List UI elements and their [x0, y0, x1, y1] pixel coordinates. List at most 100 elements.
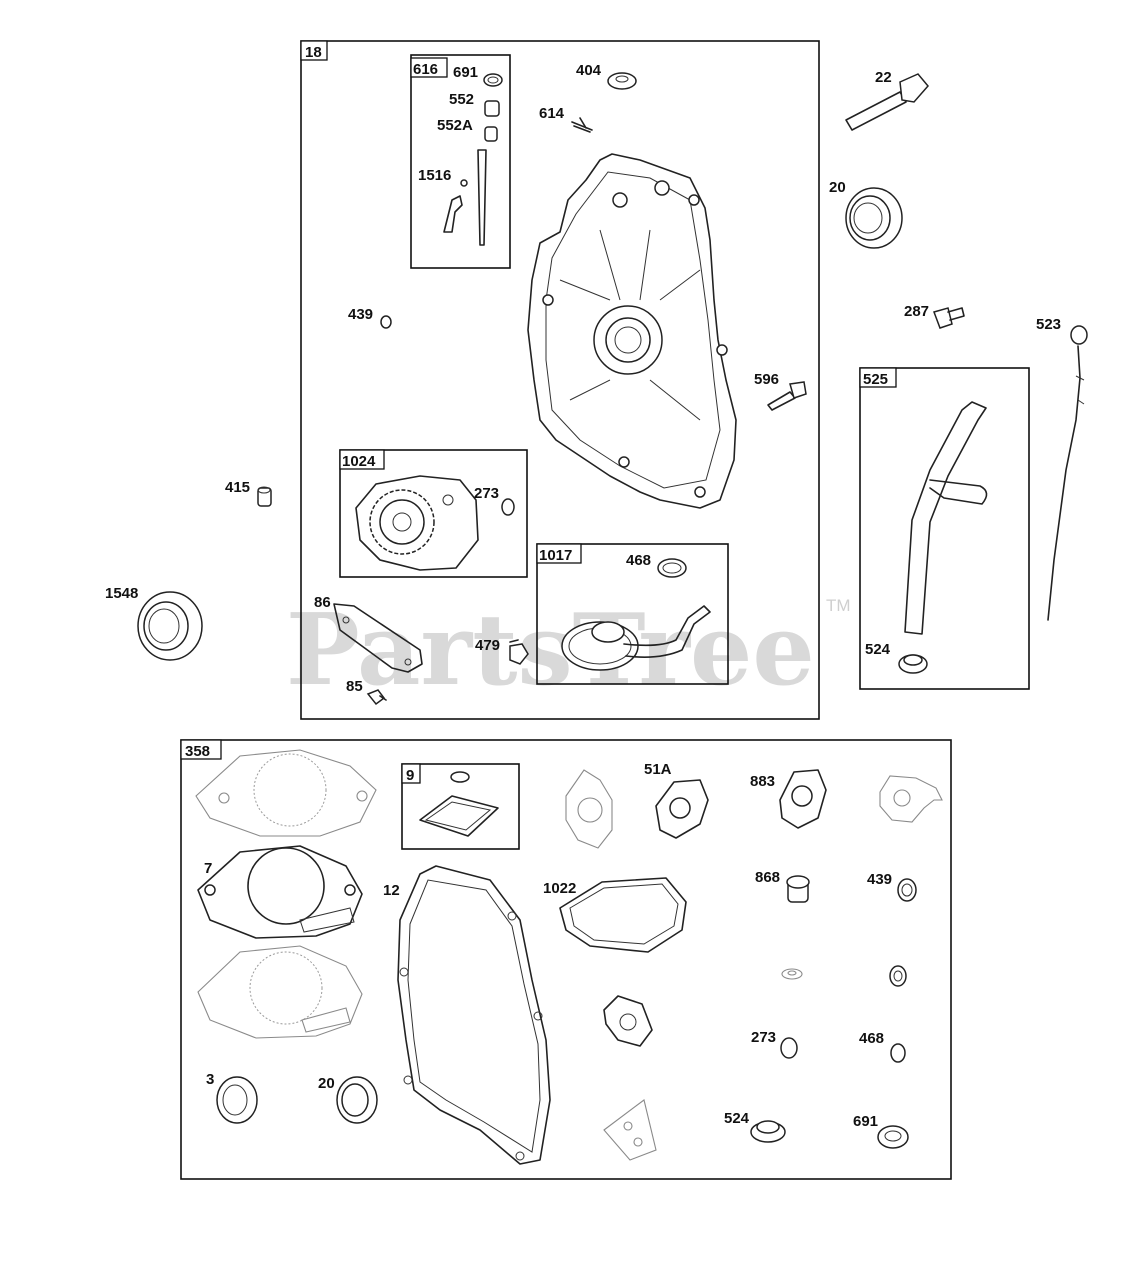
callout-7[interactable]: 7 [204, 860, 212, 877]
callout-523[interactable]: 523 [1036, 316, 1061, 333]
washer-ghost-icon [781, 968, 803, 980]
oil-pump-gear-icon [355, 475, 479, 571]
callout-468-top[interactable]: 468 [626, 552, 651, 569]
o-ring-439-kit-icon [897, 878, 917, 902]
o-ring-439-icon [380, 315, 392, 329]
gasket-ghost-lower-icon [603, 1099, 657, 1161]
parts-tree-watermark: PartsTree TM [286, 593, 851, 708]
svg-text:18: 18 [305, 44, 322, 61]
assembly-18-frame [300, 40, 820, 720]
assembly-358-tag[interactable]: 358 [180, 739, 222, 760]
bolt-596-icon [767, 381, 807, 411]
gasket-ghost-right-icon [879, 775, 943, 823]
callout-3[interactable]: 3 [206, 1071, 214, 1088]
callout-415[interactable]: 415 [225, 479, 250, 496]
callout-439-top[interactable]: 439 [348, 306, 373, 323]
assembly-358-frame [180, 739, 952, 1180]
gasket-86-icon [333, 603, 423, 673]
callout-691-top[interactable]: 691 [453, 64, 478, 81]
callout-1516[interactable]: 1516 [418, 167, 451, 184]
assembly-1017-frame [536, 543, 729, 685]
svg-text:525: 525 [863, 371, 888, 388]
svg-text:358: 358 [185, 743, 210, 760]
callout-524-tube[interactable]: 524 [865, 641, 891, 658]
callout-596[interactable]: 596 [754, 371, 779, 388]
callout-439-kit[interactable]: 439 [867, 871, 892, 888]
callout-1548[interactable]: 1548 [105, 585, 138, 602]
seal-691-kit-icon [877, 1125, 909, 1149]
seal-20-top-icon [845, 187, 903, 249]
callout-273-top[interactable]: 273 [474, 485, 499, 502]
o-ring-468-kit-icon [890, 1043, 906, 1063]
grommet-524-kit-icon [750, 1120, 786, 1143]
governor-parts-icon [443, 73, 503, 246]
assembly-1024-tag[interactable]: 1024 [339, 449, 385, 470]
head-gasket-ghost-bottom-icon [197, 945, 363, 1039]
pin-614-icon [571, 117, 593, 133]
callout-524-kit[interactable]: 524 [724, 1110, 750, 1127]
o-ring-273-icon [501, 498, 515, 516]
assembly-616-frame [410, 54, 511, 269]
valve-seal-868-icon [786, 875, 810, 903]
assembly-1017-tag[interactable]: 1017 [536, 543, 582, 564]
bolt-287-icon [933, 307, 965, 329]
seal-20-kit-icon [336, 1076, 378, 1124]
gasket-ghost-middle-icon [603, 995, 653, 1047]
dipstick-523-icon [1047, 325, 1088, 621]
callout-labels: 22 20 287 523 524 404 614 691 552 552A 1… [105, 62, 1061, 1130]
callout-85[interactable]: 85 [346, 678, 363, 695]
crankcase-gasket-12-icon [397, 865, 551, 1165]
callout-552a[interactable]: 552A [437, 117, 473, 134]
breather-415-icon [257, 486, 272, 507]
watermark-trademark: TM [826, 596, 851, 615]
washer-404-icon [607, 72, 637, 90]
watermark-brand: PartsTree [286, 593, 815, 708]
gasket-ghost-upper-icon [565, 769, 613, 849]
callout-51a[interactable]: 51A [644, 761, 672, 778]
callout-479[interactable]: 479 [475, 637, 500, 654]
callout-273-kit[interactable]: 273 [751, 1029, 776, 1046]
callout-1022[interactable]: 1022 [543, 880, 576, 897]
callout-287[interactable]: 287 [904, 303, 929, 320]
callout-868[interactable]: 868 [755, 869, 780, 886]
assembly-1024-frame [339, 449, 528, 578]
svg-text:9: 9 [406, 767, 414, 784]
head-gasket-ghost-top-icon [195, 749, 377, 837]
bolt-479-icon [509, 639, 529, 665]
svg-text:1017: 1017 [539, 547, 572, 564]
callout-468-kit[interactable]: 468 [859, 1030, 884, 1047]
washer-small-icon [889, 965, 907, 987]
svg-text:616: 616 [413, 61, 438, 78]
callout-20-top[interactable]: 20 [829, 179, 846, 196]
callout-20-kit[interactable]: 20 [318, 1075, 335, 1092]
svg-text:1024: 1024 [342, 453, 376, 470]
oil-pickup-tube-icon [561, 558, 711, 671]
dipstick-tube-icon [898, 401, 988, 674]
callout-12[interactable]: 12 [383, 882, 400, 899]
seal-1548-icon [137, 591, 203, 661]
bolt-22-icon [845, 73, 929, 131]
assembly-525-tag[interactable]: 525 [859, 367, 897, 388]
bolt-85-icon [366, 689, 387, 706]
crankcase-cover-icon [527, 153, 737, 509]
callout-404[interactable]: 404 [576, 62, 602, 79]
callout-22[interactable]: 22 [875, 69, 892, 86]
callout-614[interactable]: 614 [539, 105, 565, 122]
assembly-9-tag[interactable]: 9 [401, 763, 421, 784]
assembly-9-frame [401, 763, 520, 850]
gasket-1022-icon [559, 877, 687, 953]
gasket-51a-icon [655, 779, 709, 839]
head-gasket-7-icon [197, 845, 363, 939]
callout-86[interactable]: 86 [314, 594, 331, 611]
callout-883[interactable]: 883 [750, 773, 775, 790]
o-ring-273-kit-icon [780, 1037, 798, 1059]
filter-9-icon [419, 771, 499, 837]
callout-691-kit[interactable]: 691 [853, 1113, 878, 1130]
assembly-616-tag[interactable]: 616 [410, 57, 448, 78]
gasket-883-icon [779, 769, 827, 829]
assembly-18-tag[interactable]: 18 [300, 40, 328, 61]
callout-552[interactable]: 552 [449, 91, 474, 108]
seal-3-icon [216, 1076, 258, 1124]
assembly-525-frame [859, 367, 1030, 690]
